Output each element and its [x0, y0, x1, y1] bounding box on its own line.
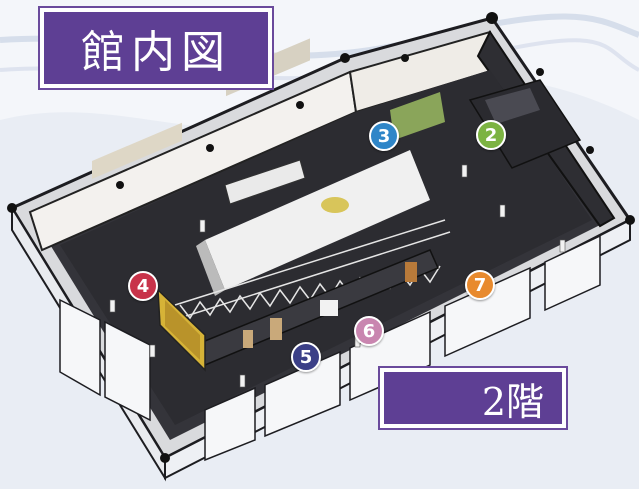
exhibit-marker-6[interactable]: 6: [354, 316, 384, 346]
page-title: 館内図: [44, 12, 268, 84]
title-panel: 館内図: [38, 6, 274, 90]
gold-screen-exhibit: [157, 288, 206, 372]
floor-label-panel: 2階: [378, 366, 568, 430]
exhibit-marker-3[interactable]: 3: [369, 121, 399, 151]
exhibit-marker-7[interactable]: 7: [465, 270, 495, 300]
wall-posts: [7, 12, 635, 463]
upper-right-room: [468, 79, 582, 169]
outer-glass-panels: [59, 234, 601, 462]
central-display: [196, 150, 430, 296]
banner-exhibit: [224, 92, 445, 205]
floor-label: 2階: [384, 372, 562, 424]
exhibit-marker-4[interactable]: 4: [128, 271, 158, 301]
exhibit-marker-5[interactable]: 5: [291, 342, 321, 372]
visitor-figures: [109, 164, 566, 388]
exhibit-marker-2[interactable]: 2: [476, 120, 506, 150]
